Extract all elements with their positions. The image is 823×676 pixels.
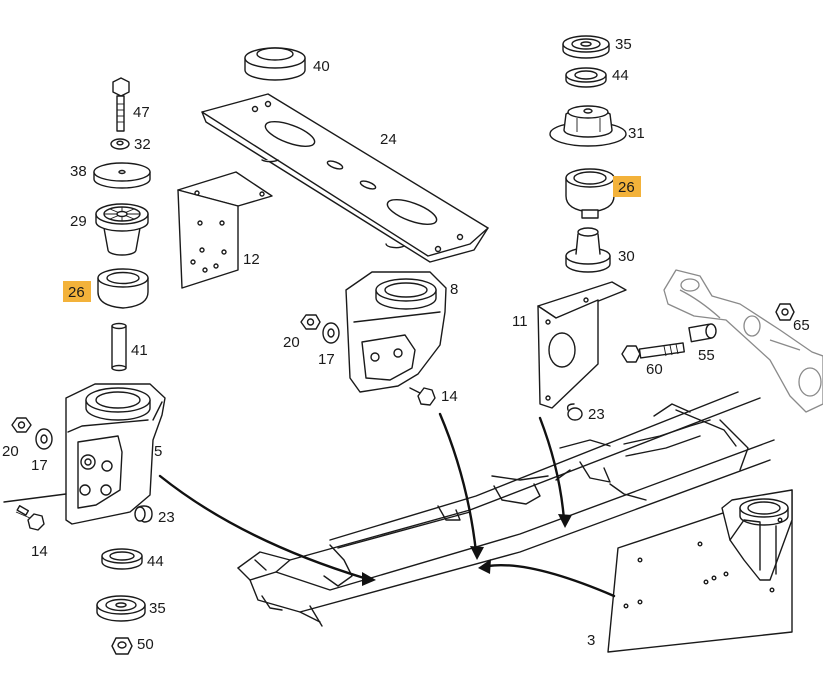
label-50: 50	[137, 636, 154, 653]
label-44-left: 44	[147, 553, 164, 570]
label-30: 30	[618, 248, 635, 265]
part-11-bracket	[537, 281, 627, 409]
part-23-cap-right	[566, 403, 583, 421]
label-40: 40	[313, 58, 330, 75]
part-35-washer-left	[96, 595, 146, 622]
label-60: 60	[646, 361, 663, 378]
label-20-left: 20	[2, 443, 19, 460]
label-41: 41	[131, 342, 148, 359]
label-8: 8	[450, 281, 458, 298]
part-14-bolt-center	[409, 387, 436, 406]
part-47-bolt	[112, 77, 130, 132]
label-29: 29	[70, 213, 87, 230]
label-17-left: 17	[31, 457, 48, 474]
label-11: 11	[512, 313, 528, 330]
label-12: 12	[243, 251, 260, 268]
label-23-right: 23	[588, 406, 605, 423]
part-3-panel	[607, 489, 793, 653]
label-47: 47	[133, 104, 150, 121]
label-26-left: 26	[68, 284, 85, 301]
label-24: 24	[380, 131, 397, 148]
part-17-washer-center	[322, 322, 340, 344]
part-20-nut-center	[300, 314, 321, 330]
label-44-right: 44	[612, 67, 629, 84]
part-60-bolt	[621, 342, 685, 363]
part-8-bracket	[345, 271, 447, 393]
highlight-26-right	[613, 176, 641, 197]
part-32-washer	[110, 138, 130, 150]
label-65: 65	[793, 317, 810, 334]
part-50-nut	[111, 637, 133, 655]
part-14-bolt-left	[3, 493, 67, 531]
part-41-sleeve	[111, 322, 127, 372]
label-20-center: 20	[283, 334, 300, 351]
label-55: 55	[698, 347, 715, 364]
label-14-left: 14	[31, 543, 48, 560]
part-38-plate	[93, 162, 151, 189]
label-3: 3	[587, 632, 595, 649]
label-35-left: 35	[149, 600, 166, 617]
part-23-cap-left	[134, 505, 153, 523]
part-40-pad	[244, 47, 306, 81]
part-24-crossmember	[201, 93, 489, 263]
label-35-right: 35	[615, 36, 632, 53]
vehicle-frame	[237, 391, 775, 627]
part-26-bushing-left	[97, 268, 149, 309]
assembly-arrows	[158, 412, 616, 598]
label-5: 5	[154, 443, 162, 460]
part-20-nut-left	[11, 417, 32, 433]
label-14-center: 14	[441, 388, 458, 405]
part-5-bracket	[65, 383, 166, 525]
part-44-washer-left	[101, 548, 143, 570]
part-35-washer-right	[562, 35, 610, 59]
part-number-labels: 47 32 38 29 26 41 20 17 5 23 14 44 35 50…	[2, 36, 810, 653]
part-17-washer-left	[35, 428, 53, 450]
part-55-sleeve	[688, 323, 717, 343]
label-23-left: 23	[158, 509, 175, 526]
rear-crossmember-gray	[663, 269, 823, 413]
part-65-nut	[775, 303, 795, 321]
part-44-washer-right	[565, 67, 607, 88]
part-26-bushing-right	[565, 168, 615, 219]
label-32: 32	[134, 136, 151, 153]
part-31-mount-cap	[549, 105, 627, 147]
label-31: 31	[628, 125, 645, 142]
label-17-center: 17	[318, 351, 335, 368]
part-30-mount-base	[565, 227, 611, 273]
label-26-right: 26	[618, 179, 635, 196]
label-38: 38	[70, 163, 87, 180]
highlight-26-left	[63, 281, 91, 302]
part-29-rubber-mount	[95, 203, 149, 256]
part-12-plate	[177, 171, 273, 289]
